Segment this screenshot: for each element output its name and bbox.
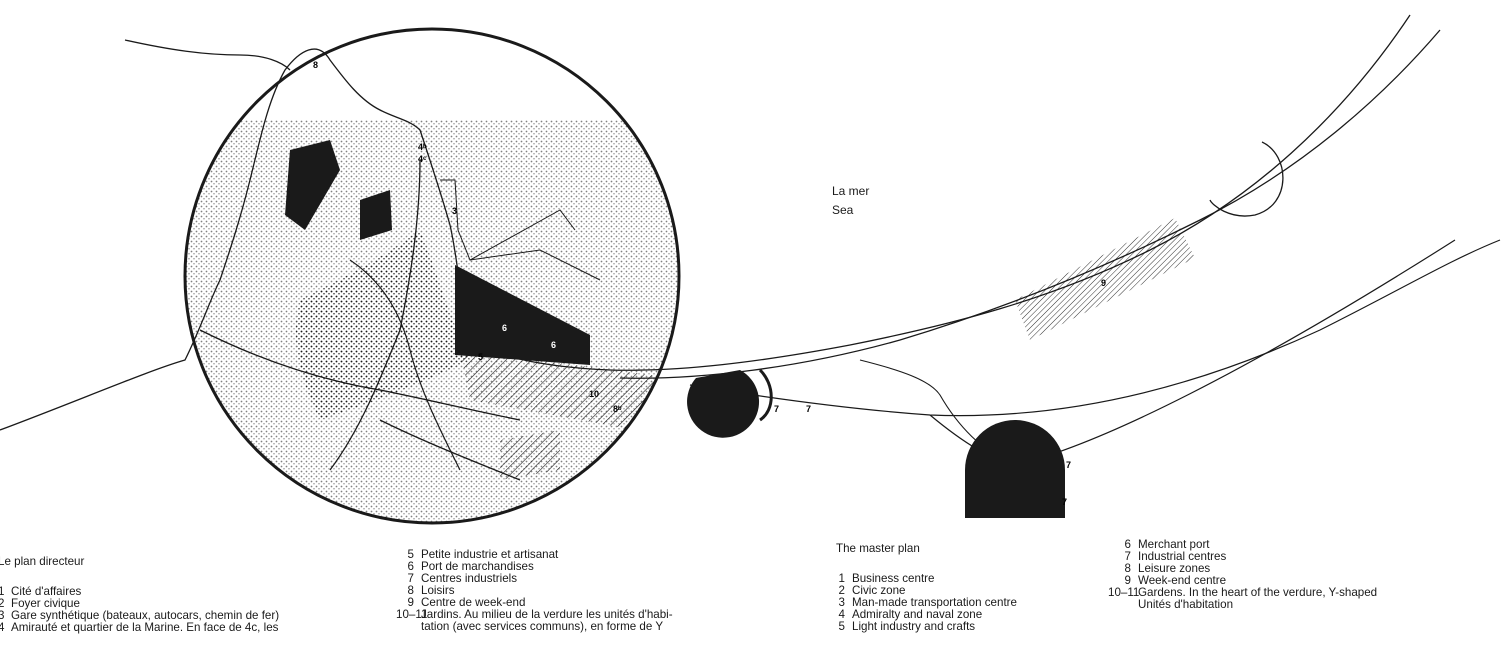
map-number-7b: 7 <box>806 404 811 414</box>
map-number-6a: 6 <box>502 323 507 333</box>
map-number-8: 8 <box>313 60 318 70</box>
sea-label-fr: La mer <box>832 184 870 198</box>
map-number-4c: 4ᶜ <box>418 154 427 164</box>
map-number-7a: 7 <box>774 404 779 414</box>
week-end-circle <box>1209 141 1284 217</box>
map-number-7d: 7 <box>1062 497 1067 507</box>
map-number-6b: 6 <box>551 340 556 350</box>
map-number-8b: 8ᵇ <box>613 404 622 414</box>
map-number-5: 5 <box>478 352 483 362</box>
sea-label-en: Sea <box>832 203 854 217</box>
legend-item-continuation: Unités d'habitation <box>1138 598 1234 611</box>
master-plan-map: 3 4ᵇ 4ᶜ 5 6 6 8 8ᵇ 10 7 7 7 7 9 <box>0 14 1501 525</box>
coast-top-line <box>124 39 291 71</box>
legend-en-title: The master plan <box>836 542 920 555</box>
leisure-hatch-zone <box>1015 218 1195 340</box>
industrial-centre-west-arc <box>758 368 773 422</box>
roads-east <box>689 239 1501 417</box>
map-number-7c: 7 <box>1066 460 1071 470</box>
industrial-centre-east <box>965 420 1065 518</box>
map-number-10: 10 <box>589 389 599 399</box>
legend-item-continuation: tation (avec services communs), en forme… <box>421 620 664 633</box>
industrial-centre-west <box>687 370 760 438</box>
sea-label: La mer Sea <box>832 182 869 220</box>
map-number-9: 9 <box>1101 278 1106 288</box>
map-number-4b: 4ᵇ <box>418 142 427 152</box>
town-area <box>185 120 679 523</box>
map-number-3: 3 <box>452 206 457 216</box>
town-boundary-circle <box>183 27 681 525</box>
legend-fr-title: Le plan directeur <box>0 555 85 568</box>
